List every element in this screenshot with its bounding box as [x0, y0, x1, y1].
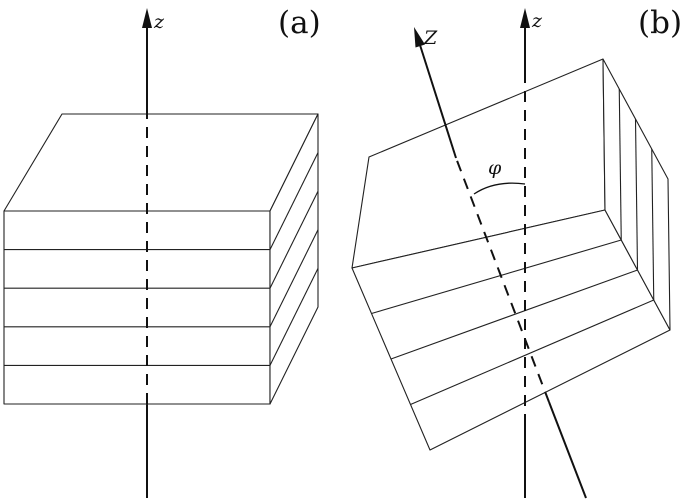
panel-b-label: (b)	[638, 5, 682, 41]
panel-a-top-face	[3, 113, 319, 212]
panel-b-side-layer-boundary	[651, 148, 655, 301]
panel-b-side-layer-boundary	[634, 118, 639, 271]
panel-b: z Z φ (b)	[351, 5, 682, 499]
panel-b-layer-boundary	[390, 269, 638, 360]
panel-a-layer-lines	[4, 152, 319, 366]
panel-a-front-face	[3, 210, 271, 405]
panel-b-layer-boundary	[410, 299, 654, 406]
panel-b-angle-arc	[473, 182, 526, 195]
panel-a-z-arrowhead	[142, 8, 152, 28]
panel-a-side-face	[269, 113, 319, 405]
panel-a-side-layer-boundary	[269, 268, 319, 366]
panel-b-side-layer-boundary	[618, 88, 622, 241]
panel-b-layer-boundary	[371, 239, 622, 315]
panel-a-side-layer-boundary	[269, 190, 319, 289]
panel-b-tilted-axis-hidden	[455, 157, 550, 403]
panel-a-label: (a)	[278, 5, 321, 41]
panel-b-tilted-axis-upper	[419, 44, 457, 159]
panel-a: z (a)	[3, 5, 321, 498]
panel-a-side-layer-boundary	[269, 152, 319, 250]
panel-b-z-arrowhead	[520, 8, 530, 28]
panel-b-tilted-arrowhead	[414, 27, 425, 48]
panel-b-tilted-axis-lower	[548, 401, 587, 499]
panel-b-z-label: z	[531, 10, 543, 32]
panel-a-z-label: z	[153, 11, 165, 33]
panel-b-angle-label: φ	[488, 157, 502, 179]
panel-a-side-layer-boundary	[269, 229, 319, 328]
panel-b-tilted-z-label: Z	[423, 27, 438, 49]
panel-b-layer-lines	[371, 88, 655, 406]
